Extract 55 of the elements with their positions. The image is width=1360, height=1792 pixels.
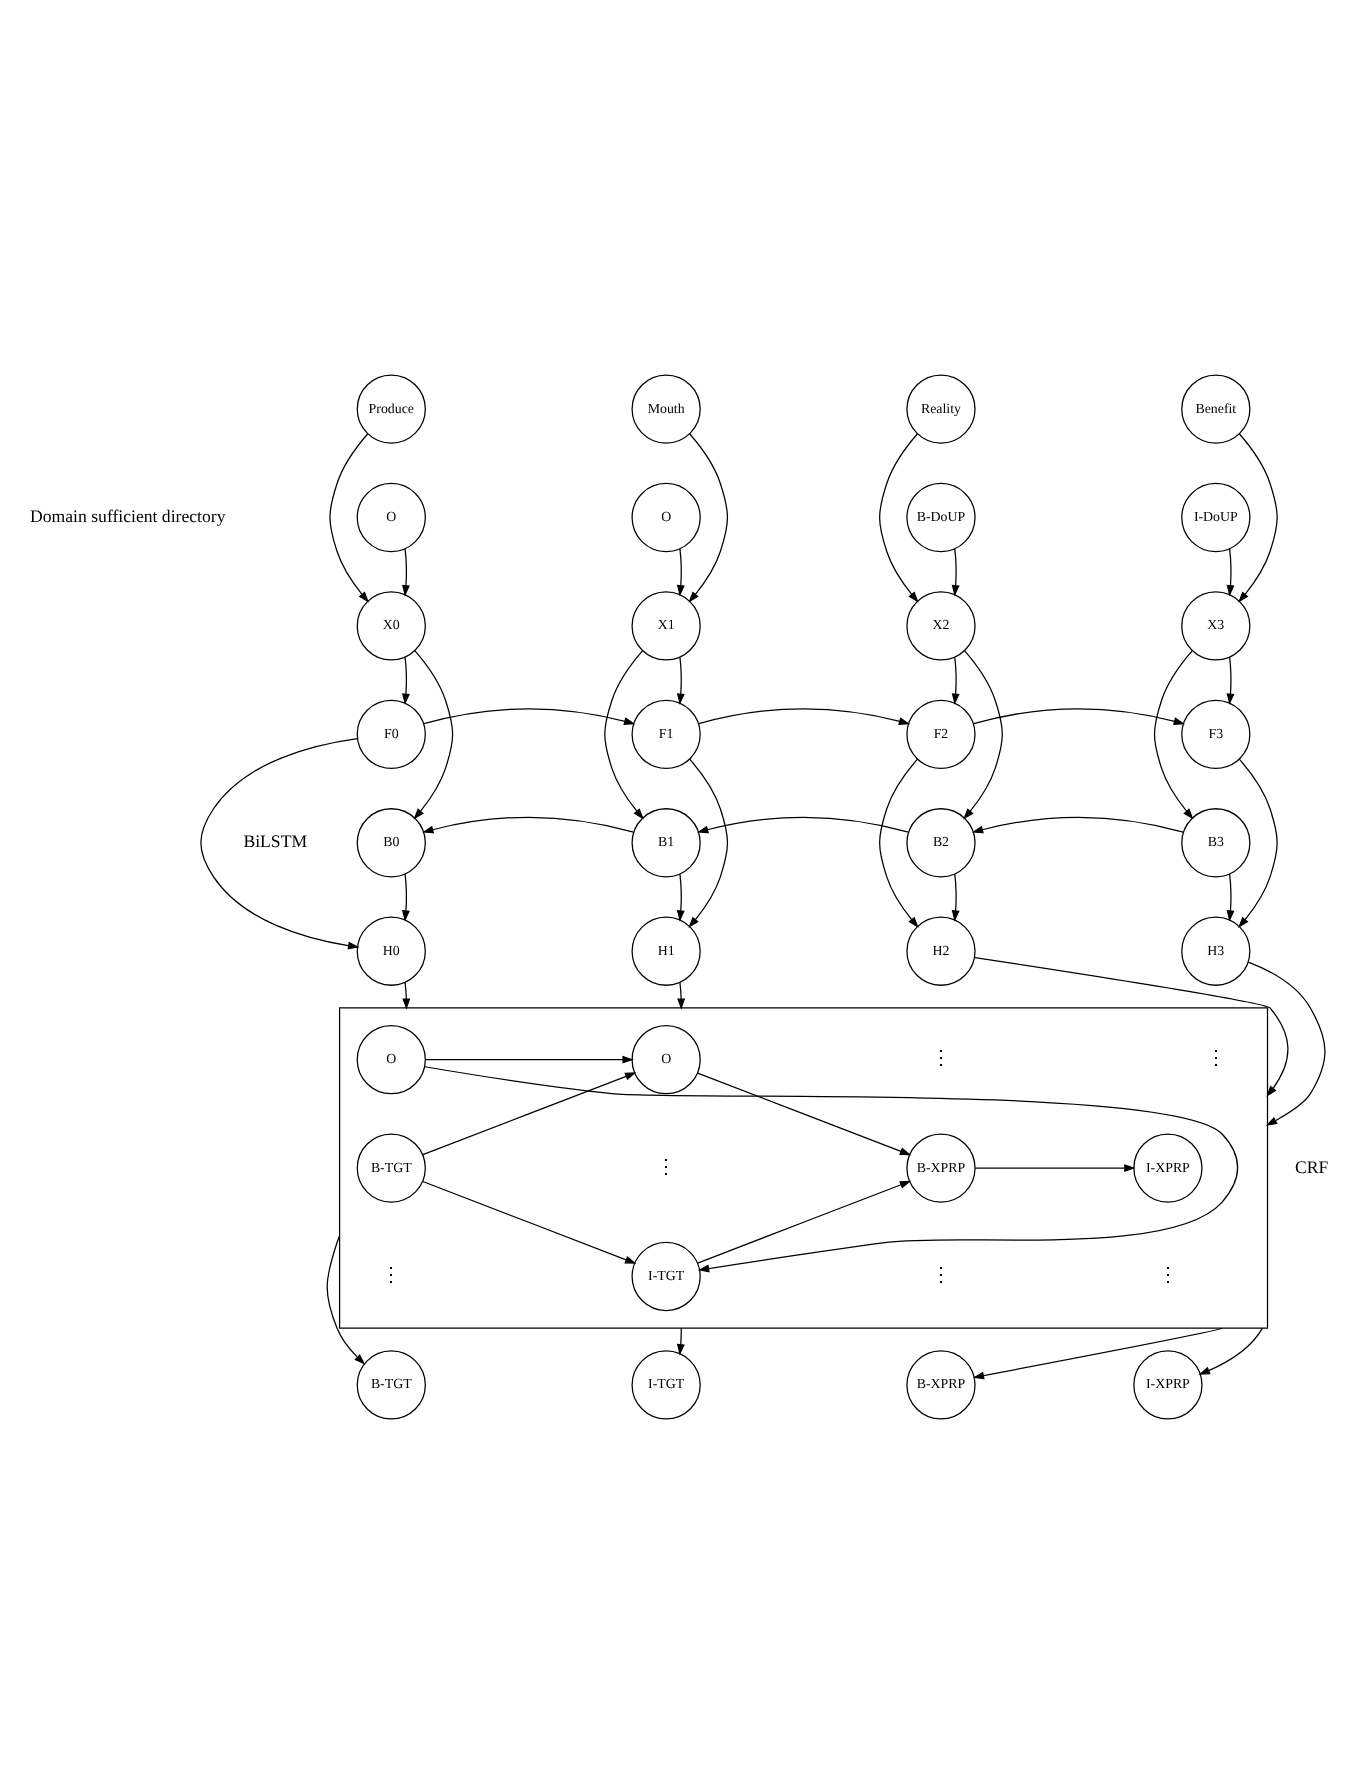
arrow bbox=[423, 707, 636, 725]
arrow bbox=[1226, 655, 1235, 704]
arrow bbox=[697, 815, 909, 833]
label: ⋮ bbox=[930, 1047, 951, 1070]
arrow bbox=[424, 1065, 1239, 1272]
arrow bbox=[688, 432, 729, 602]
cluster bbox=[338, 1006, 1269, 1328]
arrow bbox=[1238, 432, 1278, 602]
arrow bbox=[697, 1179, 912, 1263]
arrow bbox=[973, 707, 1186, 725]
arrow bbox=[963, 649, 1003, 819]
arrow bbox=[1226, 872, 1235, 921]
arrow bbox=[422, 1179, 637, 1263]
arrow bbox=[422, 815, 635, 833]
arrow bbox=[971, 815, 1184, 833]
arrow bbox=[951, 547, 960, 596]
arrow bbox=[974, 1163, 1136, 1172]
arrow bbox=[676, 872, 685, 921]
arrow bbox=[951, 872, 960, 921]
label: BiLSTM bbox=[243, 830, 308, 851]
arrow bbox=[1153, 649, 1194, 819]
label: ⋮ bbox=[930, 1264, 951, 1287]
arrow bbox=[402, 980, 411, 1009]
label: ⋮ bbox=[381, 1264, 402, 1287]
arrow bbox=[413, 649, 454, 819]
arrow bbox=[972, 1326, 1223, 1379]
label: CRF bbox=[1294, 1155, 1329, 1176]
arrow bbox=[402, 872, 410, 921]
arrow bbox=[697, 1071, 912, 1155]
arrow bbox=[200, 736, 360, 949]
label: ⋮ bbox=[656, 1155, 677, 1178]
arrow bbox=[698, 707, 911, 725]
arrow bbox=[402, 655, 410, 704]
arrow bbox=[425, 1054, 634, 1063]
arrow bbox=[951, 655, 960, 704]
arrow bbox=[879, 432, 919, 602]
arrow bbox=[677, 980, 686, 1009]
arrow bbox=[676, 547, 685, 596]
arrow bbox=[1238, 757, 1278, 927]
label: ⋮ bbox=[1205, 1047, 1226, 1070]
arrow bbox=[604, 649, 644, 819]
arrow bbox=[402, 547, 410, 596]
arrow bbox=[879, 757, 919, 927]
arrow bbox=[1247, 960, 1326, 1125]
arrow bbox=[688, 757, 729, 927]
arrow bbox=[1226, 547, 1235, 596]
arrow bbox=[1198, 1326, 1264, 1374]
arrow bbox=[422, 1071, 637, 1155]
label: Domain sufficient directory bbox=[30, 505, 226, 526]
arrow bbox=[326, 1234, 366, 1364]
label: ⋮ bbox=[1157, 1264, 1178, 1287]
arrow bbox=[676, 655, 685, 704]
arrow bbox=[974, 956, 1289, 1096]
arrow bbox=[329, 432, 370, 602]
arrow bbox=[676, 1326, 685, 1355]
